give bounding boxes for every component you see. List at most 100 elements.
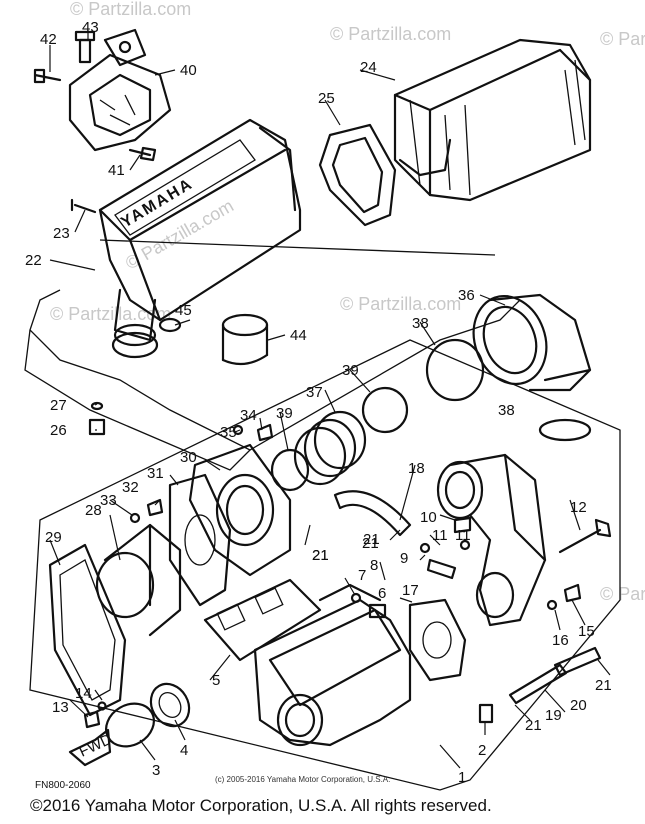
part-label: 38 (498, 402, 515, 419)
gasket-part-29 (48, 543, 127, 717)
washer-part-27 (90, 401, 104, 411)
upper-assembly-outline (29, 289, 521, 451)
part-label: 8 (370, 557, 378, 574)
part-label: 13 (52, 699, 69, 716)
nozzle-part-8 (426, 558, 457, 580)
part-label: 33 (100, 492, 117, 509)
part-label: 6 (378, 585, 386, 602)
washer-part-33 (129, 512, 141, 524)
part-label: 25 (318, 90, 335, 107)
clamp-part-39-left (270, 448, 310, 492)
hose-part-18 (333, 490, 412, 537)
part-label: 30 (180, 449, 197, 466)
part-label: 28 (85, 502, 102, 519)
assembly-guide-line (99, 239, 496, 256)
part-label: 21 (595, 677, 612, 694)
clip-part-9 (419, 542, 431, 554)
part-label: 26 (50, 422, 67, 439)
bellows-part-37 (293, 410, 367, 486)
part-label: 41 (108, 162, 125, 179)
washer-part-11 (459, 539, 471, 551)
part-label: 12 (570, 499, 587, 516)
part-label: 18 (408, 460, 425, 477)
bracket-part-40 (68, 28, 172, 152)
clamp-part-38 (425, 338, 485, 402)
watermark: © Partzilla.com (50, 304, 171, 324)
exhaust-joint-assembly (436, 453, 547, 627)
bolt-part-23 (70, 198, 97, 214)
part-label: 11 (455, 527, 471, 544)
gasket-part-17 (408, 598, 467, 682)
bolt-part-43 (74, 30, 96, 64)
part-label: 29 (45, 529, 62, 546)
washer-part-35 (232, 424, 244, 436)
clamp-part-39 (361, 386, 409, 434)
inner-copyright: (c) 2005-2016 Yamaha Motor Corporation, … (215, 775, 390, 784)
washer-part-14 (97, 701, 107, 711)
pipe-part-28 (95, 523, 182, 637)
part-label: 42 (40, 31, 57, 48)
bolt-part-42 (33, 68, 62, 84)
gasket-part-25 (318, 123, 397, 227)
bolt-part-13 (83, 710, 101, 729)
part-label: 21 (363, 531, 380, 548)
part-label: 7 (358, 567, 366, 584)
muffler-part-22 (98, 118, 302, 359)
part-label: 15 (578, 623, 595, 640)
part-label: 32 (122, 479, 139, 496)
part-label: 45 (175, 302, 192, 319)
part-label: 37 (306, 384, 323, 401)
bolt-part-26 (88, 418, 106, 436)
watermark: © Partzilla.com (600, 584, 645, 604)
watermark: © Partzilla.com (70, 0, 191, 19)
fwd-label: FWD (77, 731, 115, 761)
part-label: 10 (420, 509, 437, 526)
bolt-part-12 (558, 518, 612, 554)
part-label: 34 (240, 407, 257, 424)
part-label: 20 (570, 697, 587, 714)
bolt-part-15 (563, 583, 582, 603)
bolt-part-34 (256, 423, 274, 442)
part-label: 43 (82, 19, 99, 36)
part-label: 40 (180, 62, 197, 79)
manifold-part-1 (253, 583, 412, 747)
part-label: 5 (212, 672, 220, 689)
part-label: 36 (458, 287, 475, 304)
part-label: 21 (525, 717, 542, 734)
gasket-part-4 (149, 682, 191, 728)
part-label: 11 (432, 527, 448, 544)
part-label: 4 (180, 742, 188, 759)
forward-arrow-icon: FWD (68, 728, 115, 767)
fitting-part-10 (453, 516, 472, 534)
nipple-part-20 (553, 646, 602, 677)
part-label: 19 (545, 707, 562, 724)
part-label: 2 (478, 742, 486, 759)
footer-copyright: ©2016 Yamaha Motor Corporation, U.S.A. A… (30, 796, 492, 815)
watermark: © Partzilla.com (340, 294, 461, 314)
part-label: 24 (360, 59, 377, 76)
part-label: 14 (75, 685, 92, 702)
part-label: 35 (220, 424, 237, 441)
part-label: 39 (276, 405, 293, 422)
gasket-part-5 (203, 578, 322, 662)
resonator-part-24 (393, 38, 592, 202)
part-label: 39 (342, 362, 359, 379)
part-label: 31 (147, 465, 164, 482)
part-label: 17 (402, 582, 419, 599)
plate-part-30 (188, 443, 292, 577)
bolt-part-41 (128, 146, 157, 162)
upper-assembly-outline-lower (24, 329, 251, 471)
part-label: 38 (412, 315, 429, 332)
watermark: © Partzilla.com (600, 29, 645, 49)
part-label: 27 (50, 397, 67, 414)
watermark: © Partzilla.com (330, 24, 451, 44)
part-label: 44 (290, 327, 307, 344)
part-label: 21 (312, 547, 329, 564)
part-label: 1 (458, 769, 466, 786)
gasket-part-31 (168, 473, 232, 607)
washer-part-16 (546, 599, 558, 611)
part-label: 21 (362, 535, 379, 552)
bolt-part-32 (146, 498, 164, 517)
part-label: 21 (312, 547, 329, 564)
